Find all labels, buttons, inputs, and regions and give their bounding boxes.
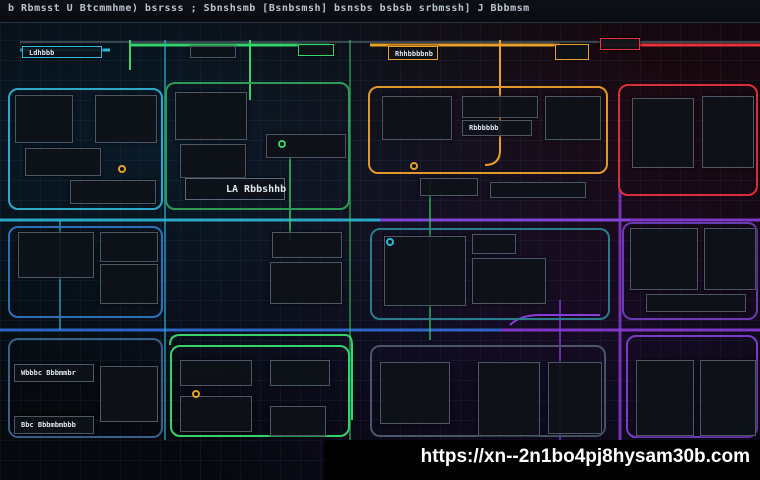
blue-panel-2 <box>100 232 158 262</box>
node-orange <box>118 165 126 173</box>
top-node-2 <box>190 46 236 58</box>
top-node-1-label: Ldhbbb <box>29 49 55 57</box>
left-mid-label: Wbbbc Bbbmmbr <box>21 369 76 377</box>
bottom-right-panel-2 <box>700 360 756 436</box>
bottom-left-panel-1: Wbbbc Bbbmmbr <box>14 364 94 382</box>
node-blue <box>386 238 394 246</box>
purple-panel-1 <box>630 228 698 290</box>
watermark-url: https://xn--2n1bo4pj8hysam30b.com <box>420 446 750 467</box>
orange-panel-1 <box>382 96 452 140</box>
header-title: b Rbmsst U Btcmmhme) bsrsss ; Sbnshsmb [… <box>8 3 530 14</box>
bottom-center-panel-3 <box>548 362 602 434</box>
red-group-box <box>618 84 758 196</box>
top-node-5 <box>555 44 589 60</box>
center-main-label: LA Rbbshhb <box>226 184 287 195</box>
bottom-left-panel-3 <box>100 366 158 422</box>
bottom-left-panel-2: Bbc Bbbmbmbbb <box>14 416 94 434</box>
top-node-4-label: Rhhbbbbnb <box>395 50 433 58</box>
cyan-panel-2 <box>95 95 157 143</box>
top-node-3 <box>298 44 334 56</box>
top-node-6 <box>600 38 640 50</box>
watermark-banner <box>324 440 760 480</box>
orange-panel-5 <box>420 178 478 196</box>
mid-panel-2 <box>270 262 342 304</box>
bottom-right-box <box>626 335 758 438</box>
bottom-green-box <box>170 345 350 437</box>
bottom-center-box <box>370 345 606 437</box>
teal-group-box <box>370 228 610 320</box>
bottom-right-panel-1 <box>636 360 694 436</box>
blue-panel-1 <box>18 232 94 278</box>
mid-panel-1 <box>272 232 342 258</box>
teal-panel-2 <box>472 234 516 254</box>
green-panel-1 <box>175 92 247 140</box>
teal-panel-3 <box>472 258 546 304</box>
orange-panel-6 <box>490 182 586 198</box>
red-panel-1 <box>632 98 694 168</box>
bottom-center-panel-2 <box>478 362 540 436</box>
bottom-green-panel-2 <box>180 396 252 432</box>
purple-panel-3 <box>646 294 746 312</box>
center-main-panel: LA Rbbshhb <box>185 178 287 200</box>
bottom-center-panel-1 <box>380 362 450 424</box>
orange-curve <box>484 110 501 166</box>
header-bar: b Rbmsst U Btcmmhme) bsrsss ; Sbnshsmb [… <box>0 0 760 23</box>
node-orange-3 <box>192 390 200 398</box>
top-node-4: Rhhbbbbnb <box>388 46 438 60</box>
purple-curve <box>509 314 600 326</box>
orange-group-box <box>368 86 608 174</box>
cyan-panel-1 <box>15 95 73 143</box>
orange-panel-4 <box>545 96 601 140</box>
orange-panel-3-label: Rbbbbbb <box>469 124 499 132</box>
green-curve <box>169 334 353 420</box>
blue-group-box <box>8 226 163 318</box>
purple-panel-2 <box>704 228 756 290</box>
orange-panel-2 <box>462 96 538 118</box>
red-panel-2 <box>702 96 754 168</box>
purple-group-box <box>622 222 758 320</box>
bottom-green-panel-1 <box>180 360 252 386</box>
green-panel-2 <box>180 144 246 178</box>
teal-panel-1 <box>384 236 466 306</box>
bottom-mid-panel-1 <box>270 360 330 386</box>
orange-panel-3: Rbbbbbb <box>462 120 532 136</box>
cyan-panel-4 <box>70 180 156 204</box>
cyan-panel-3 <box>25 148 101 176</box>
green-group-box <box>165 82 350 210</box>
cyan-group-box <box>8 88 163 210</box>
blue-panel-3 <box>100 264 158 304</box>
left-bottom-label: Bbc Bbbmbmbbb <box>21 421 76 429</box>
top-node-1: Ldhbbb <box>22 46 102 58</box>
node-orange-2 <box>410 162 418 170</box>
bottom-left-box <box>8 338 163 438</box>
node-green <box>278 140 286 148</box>
bottom-mid-panel-2 <box>270 406 326 436</box>
